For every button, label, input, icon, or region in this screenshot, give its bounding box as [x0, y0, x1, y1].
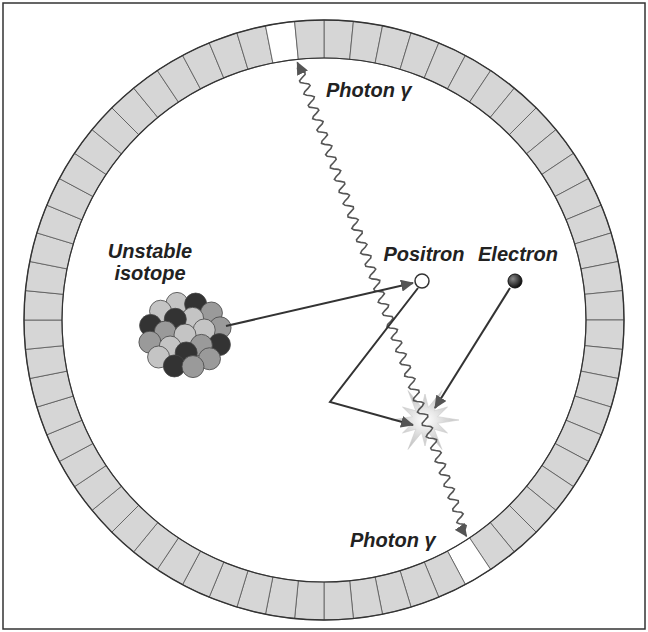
- photon-label: Photon γ: [348, 529, 438, 551]
- photon-ray: [297, 62, 428, 420]
- particle-tracks: [226, 62, 522, 536]
- detector-cell: [295, 581, 324, 620]
- detector-cell: [24, 291, 63, 320]
- ring-outline: [62, 58, 586, 582]
- isotope-nucleus: [139, 292, 231, 377]
- detector-cell: [350, 577, 383, 619]
- nucleon: [182, 356, 204, 378]
- detector-cell: [324, 20, 353, 59]
- particle-label: Electron: [476, 243, 560, 265]
- positron-particle: [415, 274, 429, 288]
- positron-track: [330, 288, 418, 425]
- detector-cell: [585, 320, 624, 349]
- electron-track: [435, 288, 510, 408]
- emission-arrow: [226, 283, 413, 326]
- photon-label: Photon γ: [324, 79, 414, 101]
- detector-cell: [324, 581, 353, 620]
- detector-cell: [24, 320, 63, 349]
- frame: [3, 3, 645, 629]
- electron-particle: [508, 274, 522, 288]
- detector-cell: [295, 20, 324, 59]
- photon-ray: [422, 420, 466, 536]
- ring-outline: [24, 20, 624, 620]
- detector-cell: [585, 291, 624, 320]
- detector-ring: [24, 20, 624, 620]
- detector-cell: [581, 261, 623, 294]
- detector-cell: [25, 346, 67, 379]
- detector-cell: [265, 21, 298, 63]
- particle-label: Positron: [381, 243, 466, 265]
- isotope-label: Unstable isotope: [100, 240, 200, 285]
